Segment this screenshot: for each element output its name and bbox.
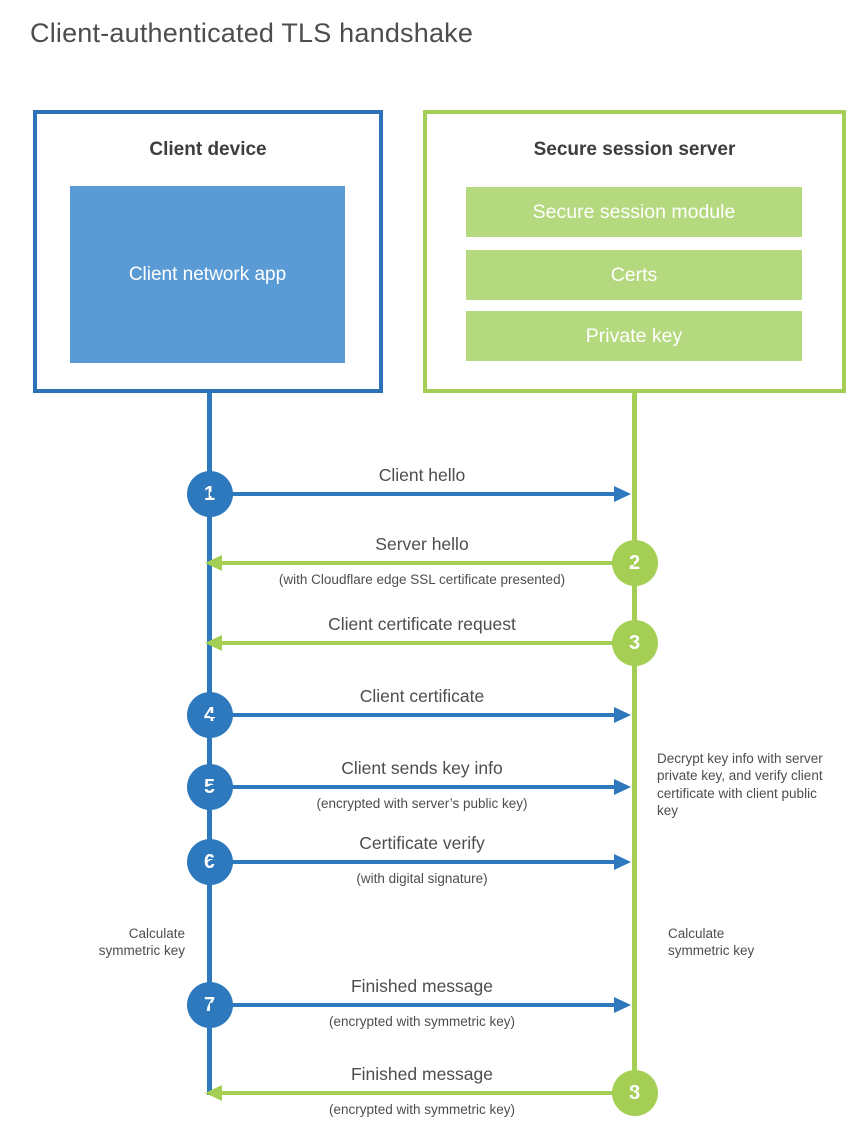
step-sublabel-6: (with digital signature): [356, 871, 488, 886]
secure-session-server-title: Secure session server: [533, 139, 736, 160]
step-arrowhead-4: [614, 706, 631, 723]
server-lifeline: [632, 391, 637, 1091]
step-arrowhead-3: [205, 634, 222, 651]
page-title: Client-authenticated TLS handshake: [30, 18, 474, 48]
step-label-8: Finished message: [350, 1064, 494, 1084]
step-sublabel-7: (encrypted with symmetric key): [328, 1014, 516, 1029]
step-label-3: Client certificate request: [328, 614, 516, 634]
step-arrow-5: [210, 784, 616, 790]
step-arrow-1: [210, 491, 616, 497]
step-label-4: Client certificate: [359, 686, 485, 706]
step-arrow-4: [210, 712, 616, 718]
step-label-5: Client sends key info: [341, 758, 503, 778]
server-module-certs: Certs: [466, 250, 802, 300]
step-arrowhead-6: [614, 853, 631, 870]
step-label-7: Finished message: [350, 976, 494, 996]
step-arrowhead-8: [205, 1084, 222, 1101]
server-module-private-key: Private key: [466, 311, 802, 361]
step-arrow-3: [222, 640, 634, 646]
step-arrowhead-2: [205, 554, 222, 571]
step-circle-5: 5: [186, 764, 233, 810]
step-arrow-6: [210, 859, 616, 865]
step-sublabel-5: (encrypted with server’s public key): [316, 796, 528, 811]
client-device-title: Client device: [149, 139, 267, 160]
step-arrow-7: [210, 1002, 616, 1008]
client-network-app-box: Client network app: [70, 186, 345, 363]
step-arrow-8: [222, 1090, 634, 1096]
step-arrow-2: [222, 560, 634, 566]
server-module-secure-session: Secure session module: [466, 187, 802, 237]
step-arrowhead-1: [614, 485, 631, 502]
step-label-6: Certificate verify: [359, 833, 485, 853]
step-arrowhead-5: [614, 778, 631, 795]
step-sublabel-8: (encrypted with symmetric key): [328, 1102, 516, 1117]
note-decrypt-key-info: Decrypt key info with server private key…: [657, 751, 823, 818]
step-label-2: Server hello: [375, 534, 469, 554]
step-label-1: Client hello: [378, 465, 466, 485]
client-network-app-label: Client network app: [128, 263, 287, 285]
step-sublabel-2: (with Cloudflare edge SSL certificate pr…: [278, 572, 566, 587]
step-arrowhead-7: [614, 996, 631, 1013]
note-calculate-symmetric-key-server: Calculate symmetric key: [668, 926, 755, 959]
note-calculate-symmetric-key-client: Calculate symmetric key: [98, 926, 185, 959]
client-lifeline: [207, 391, 212, 1095]
